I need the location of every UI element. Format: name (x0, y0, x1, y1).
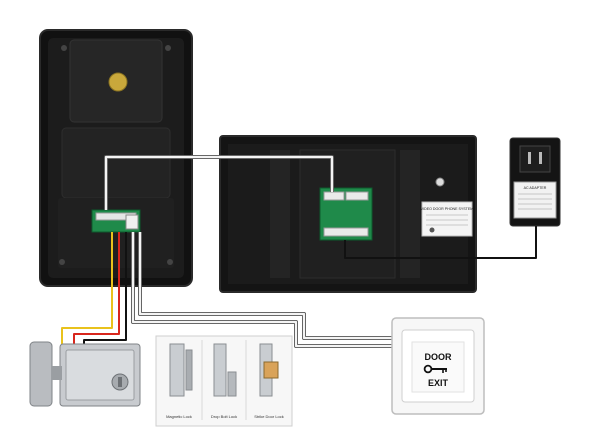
exit-button: DOOR EXIT (391, 317, 485, 415)
magnetic-lock-label: Magnetic Lock (166, 414, 192, 419)
magnetic-lock (169, 343, 193, 397)
power-adapter: AC ADAPTER (509, 137, 561, 227)
camera-lens-icon (108, 72, 128, 92)
wires (61, 155, 537, 348)
exit-button-line1: DOOR (425, 352, 453, 362)
exit-button-line2: EXIT (428, 378, 449, 388)
indoor-monitor: VIDEO DOOR PHONE SYSTEM (219, 135, 477, 293)
key-icon (423, 364, 447, 374)
electric-lock (29, 341, 141, 407)
drop-bolt-lock-label: Drop Bolt Lock (211, 414, 237, 419)
strike-door-lock-label: Strike Door Lock (254, 414, 284, 419)
drop-bolt-lock (213, 343, 237, 397)
power-plug-icon (519, 145, 551, 173)
lock-options-panel: Magnetic Lock Drop Bolt Lock Strike Door… (155, 335, 293, 427)
monitor-label: VIDEO DOOR PHONE SYSTEM (421, 207, 474, 211)
power-adapter-label: AC ADAPTER (524, 186, 547, 190)
strike-door-lock (259, 343, 279, 397)
